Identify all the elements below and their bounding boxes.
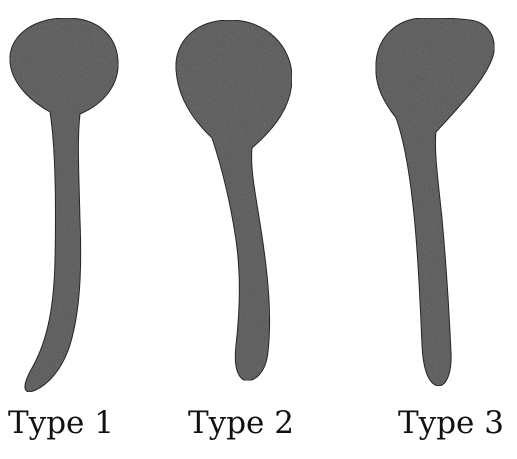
type-2-label: Type 2 xyxy=(188,408,294,439)
type-1-label: Type 1 xyxy=(8,408,114,439)
type-2-shape xyxy=(176,20,292,380)
type-1-head xyxy=(10,18,118,392)
type-3-label: Type 3 xyxy=(398,408,504,439)
type-3-head xyxy=(376,18,495,386)
type-2-head xyxy=(176,20,292,380)
type-3-shape xyxy=(376,18,495,386)
type-1-shape xyxy=(10,18,118,392)
